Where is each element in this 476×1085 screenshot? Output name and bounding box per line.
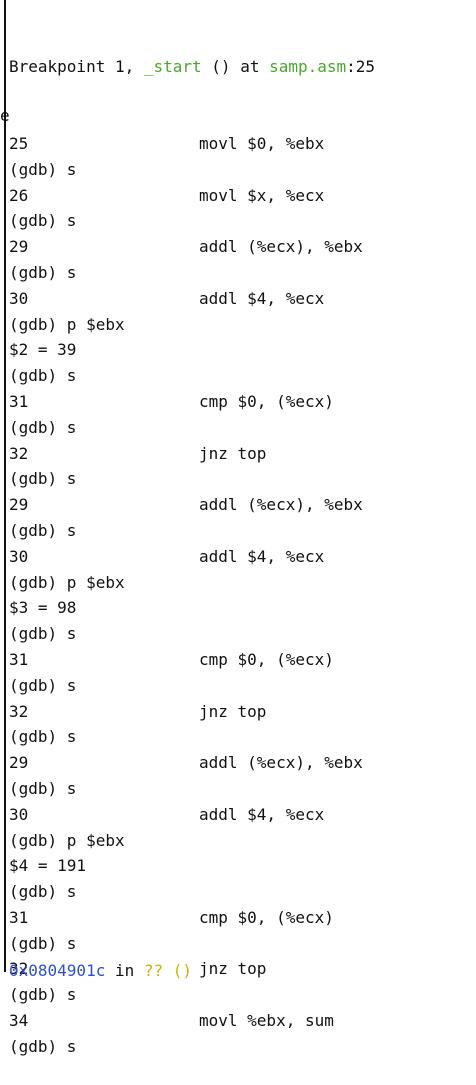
source-line: 32 jnz top: [9, 441, 473, 467]
gdb-command-line: (gdb) s: [9, 159, 77, 179]
source-line: 29 addl (%ecx), %ebx: [9, 234, 473, 260]
gdb-command-line: (gdb) s: [9, 624, 77, 644]
source-code: addl (%ecx), %ebx: [199, 753, 363, 773]
source-code: addl $4, %ecx: [199, 804, 325, 824]
gdb-command-line: (gdb) s: [9, 366, 77, 386]
clipped-mid: in: [105, 961, 144, 980]
gdb-command-line: (gdb) p $ebx: [9, 572, 125, 592]
source-line-number: 30: [9, 288, 29, 308]
breakpoint-mid: () at: [201, 56, 270, 76]
source-line: 31 cmp $0, (%ecx): [9, 389, 473, 415]
source-line-number: 31: [9, 391, 29, 411]
clipped-bottom-line: 0x0804901c in ?? (): [9, 958, 192, 984]
breakpoint-prefix: Breakpoint 1,: [9, 56, 144, 76]
source-code: jnz top: [199, 443, 267, 463]
source-line-number: 31: [9, 907, 29, 927]
gdb-command-line: (gdb) s: [9, 1036, 77, 1056]
gdb-output-line: $4 = 191: [9, 856, 87, 876]
source-code: movl %ebx, sum: [199, 1011, 334, 1031]
source-line: 29 addl (%ecx), %ebx: [9, 492, 473, 518]
source-code: cmp $0, (%ecx): [199, 907, 334, 927]
gdb-command-line: (gdb) s: [9, 933, 77, 953]
source-line-number: 29: [9, 753, 29, 773]
source-line: 25 movl $0, %ebx: [9, 131, 473, 157]
gdb-command-line: (gdb) s: [9, 211, 77, 231]
source-line: 29 addl (%ecx), %ebx: [9, 750, 473, 776]
source-line: 30 addl $4, %ecx: [9, 544, 473, 570]
source-line-number: 34: [9, 1011, 29, 1031]
source-code: jnz top: [199, 959, 267, 979]
gdb-terminal-output[interactable]: Breakpoint 1, _start () at samp.asm:25 2…: [9, 2, 473, 1056]
source-code: addl $4, %ecx: [199, 546, 325, 566]
source-line-number: 32: [9, 701, 29, 721]
gdb-command-line: (gdb) p $ebx: [9, 830, 125, 850]
source-line: 26 movl $x, %ecx: [9, 183, 473, 209]
gdb-command-line: (gdb) s: [9, 520, 77, 540]
source-line: 30 addl $4, %ecx: [9, 286, 473, 312]
source-line: 31 cmp $0, (%ecx): [9, 905, 473, 931]
source-line-number: 31: [9, 649, 29, 669]
source-code: addl (%ecx), %ebx: [199, 495, 363, 515]
source-code: movl $0, %ebx: [199, 133, 325, 153]
source-code: jnz top: [199, 701, 267, 721]
function-name: _start: [143, 56, 202, 76]
gdb-command-line: (gdb) s: [9, 675, 77, 695]
source-code: addl (%ecx), %ebx: [199, 237, 363, 257]
source-line: 30 addl $4, %ecx: [9, 802, 473, 828]
source-line: 32 jnz top: [9, 699, 473, 725]
gdb-command-line: (gdb) s: [9, 727, 77, 747]
source-line-number: 29: [9, 495, 29, 515]
frame-address: 0x0804901c: [9, 961, 106, 980]
terminal-lines: 25 movl $0, %ebx (gdb) s 26 movl $x, %ecx (gd…: [9, 131, 473, 1060]
source-line-number: 29: [9, 237, 29, 257]
source-line-number: 30: [9, 546, 29, 566]
gdb-command-line: (gdb) s: [9, 469, 77, 489]
gdb-command-line: (gdb) s: [9, 417, 77, 437]
source-filename: samp.asm: [269, 56, 347, 76]
source-line: 34 movl %ebx, sum: [9, 1008, 473, 1034]
source-line: 31 cmp $0, (%ecx): [9, 647, 473, 673]
source-line-number: 32: [9, 443, 29, 463]
source-line-number: 26: [9, 185, 29, 205]
source-line-number: 30: [9, 804, 29, 824]
breakpoint-header-line: Breakpoint 1, _start () at samp.asm:25: [9, 54, 473, 80]
gdb-command-line: (gdb) s: [9, 985, 77, 1005]
source-code: addl $4, %ecx: [199, 288, 325, 308]
breakpoint-line-number: :25: [346, 56, 376, 76]
clipped-location: ?? (): [143, 961, 193, 980]
gdb-command-line: (gdb) p $ebx: [9, 314, 125, 334]
gdb-command-line: (gdb) s: [9, 882, 77, 902]
gdb-output-line: $3 = 98: [9, 598, 77, 618]
source-code: cmp $0, (%ecx): [199, 649, 334, 669]
window-left-border: [0, 0, 7, 972]
gdb-output-line: $2 = 39: [9, 340, 77, 360]
gdb-command-line: (gdb) s: [9, 778, 77, 798]
source-line-number: 25: [9, 133, 29, 153]
edge-glyph: e: [0, 106, 10, 125]
source-code: cmp $0, (%ecx): [199, 391, 334, 411]
gdb-command-line: (gdb) s: [9, 262, 77, 282]
source-code: movl $x, %ecx: [199, 185, 325, 205]
